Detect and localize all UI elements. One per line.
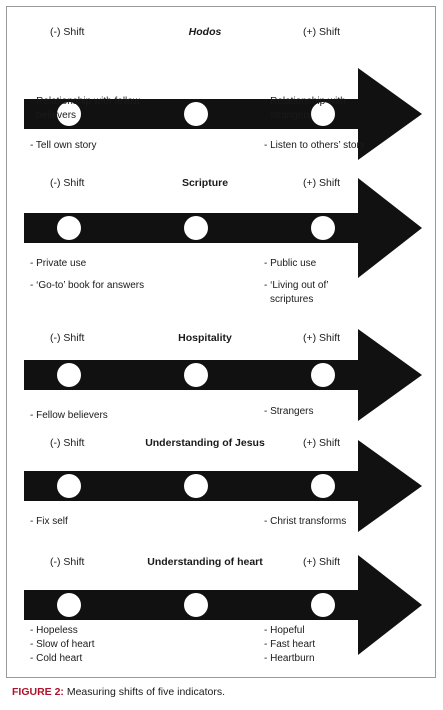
indicator-title: Understanding of heart — [147, 556, 263, 568]
indicator-title: Hospitality — [178, 332, 232, 344]
arrow-4 — [24, 555, 422, 655]
figure-caption: FIGURE 2: Measuring shifts of five indic… — [12, 686, 225, 698]
negative-shift-label: (-) Shift — [50, 556, 85, 568]
shift-marker-0 — [57, 363, 81, 387]
indicator-3: (-) Shift Understanding of Jesus (+) Shift… — [0, 434, 443, 584]
negative-shift-label: (-) Shift — [50, 332, 85, 344]
arrow-shape — [24, 68, 422, 160]
shift-marker-0 — [57, 216, 81, 240]
positive-shift-label: (+) Shift — [303, 177, 341, 189]
list-item: - Private use — [30, 258, 87, 269]
list-item: - Relationship with fellow believers — [30, 96, 141, 121]
list-item: - Public use — [264, 258, 317, 269]
positive-shift-items: - Christ transforms — [264, 515, 374, 529]
figure-caption-text: Measuring shifts of five indicators. — [63, 686, 225, 698]
indicator-title: Scripture — [181, 177, 229, 189]
positive-shift-label: (+) Shift — [303, 556, 341, 568]
negative-shift-items: - Fix self — [30, 515, 170, 529]
arrow-1 — [24, 178, 422, 278]
indicator-0: (-) Shift Hodos (+) Shift - Relationship wi… — [0, 22, 443, 172]
positive-shift-items: - Public use - ‘Living out of’ scriptures — [264, 257, 374, 307]
negative-shift-label: (-) Shift — [50, 437, 85, 449]
list-item: - Tell own story — [30, 140, 97, 151]
figure-frame — [6, 6, 436, 678]
indicator-title: Understanding of Jesus — [145, 437, 265, 449]
figure-label: FIGURE 2: — [12, 686, 64, 698]
shift-marker-0 — [57, 593, 81, 617]
arrow-shape — [24, 440, 422, 532]
arrow-0 — [24, 68, 422, 160]
list-item: - ‘Living out of’ scriptures — [264, 280, 329, 305]
positive-shift-label: (+) Shift — [303, 26, 341, 38]
negative-shift-items: - Hopeless - Slow of heart - Cold heart — [30, 624, 170, 666]
shift-marker-2 — [311, 363, 335, 387]
positive-shift-items: - Hopeful - Fast heart - Heartburn — [264, 624, 374, 666]
shift-marker-1 — [184, 593, 208, 617]
positive-shift-label: (+) Shift — [303, 437, 341, 449]
list-item: - Hopeful — [264, 625, 305, 636]
shift-marker-2 — [311, 593, 335, 617]
list-item: - Fix self — [30, 516, 68, 527]
shift-marker-1 — [184, 216, 208, 240]
arrow-2 — [24, 329, 422, 421]
shift-marker-1 — [184, 363, 208, 387]
shift-marker-2 — [311, 102, 335, 126]
arrow-shape — [24, 329, 422, 421]
shift-marker-1 — [184, 474, 208, 498]
list-item: - ‘Go-to’ book for answers — [30, 280, 145, 291]
indicator-4: (-) Shift Understanding of heart (+) Shift… — [0, 552, 443, 702]
list-item: - Heartburn — [264, 653, 315, 664]
negative-shift-items: - Relationship with fellow believers - Te… — [30, 95, 170, 153]
indicator-1: (-) Shift Scripture (+) Shift - Private use… — [0, 173, 443, 323]
shift-marker-2 — [311, 474, 335, 498]
negative-shift-label: (-) Shift — [50, 26, 85, 38]
list-item: - Hopeless — [30, 625, 78, 636]
list-item: - Strangers — [264, 406, 314, 417]
negative-shift-items: - Private use - ‘Go-to’ book for answers — [30, 257, 170, 293]
list-item: - Fast heart — [264, 639, 316, 650]
list-item: - Slow of heart — [30, 639, 95, 650]
arrow-shape — [24, 178, 422, 278]
shift-marker-1 — [184, 102, 208, 126]
list-item: - Cold heart — [30, 653, 83, 664]
shift-marker-0 — [57, 474, 81, 498]
list-item: - Relationship with strangers — [264, 96, 346, 121]
list-item: - Listen to others’ story — [264, 140, 365, 151]
positive-shift-items: - Strangers — [264, 405, 374, 419]
list-item: - Christ transforms — [264, 516, 347, 527]
negative-shift-label: (-) Shift — [50, 177, 85, 189]
indicator-2: (-) Shift Hospitality (+) Shift - Fellow be… — [0, 328, 443, 478]
arrow-shape — [24, 555, 422, 655]
shift-marker-2 — [311, 216, 335, 240]
shift-marker-0 — [57, 102, 81, 126]
positive-shift-items: - Relationship with strangers - Listen to… — [264, 95, 374, 153]
arrow-3 — [24, 440, 422, 532]
positive-shift-label: (+) Shift — [303, 332, 341, 344]
negative-shift-items: - Fellow believers — [30, 409, 170, 423]
indicator-title: Hodos — [188, 26, 222, 38]
list-item: - Fellow believers — [30, 410, 108, 421]
